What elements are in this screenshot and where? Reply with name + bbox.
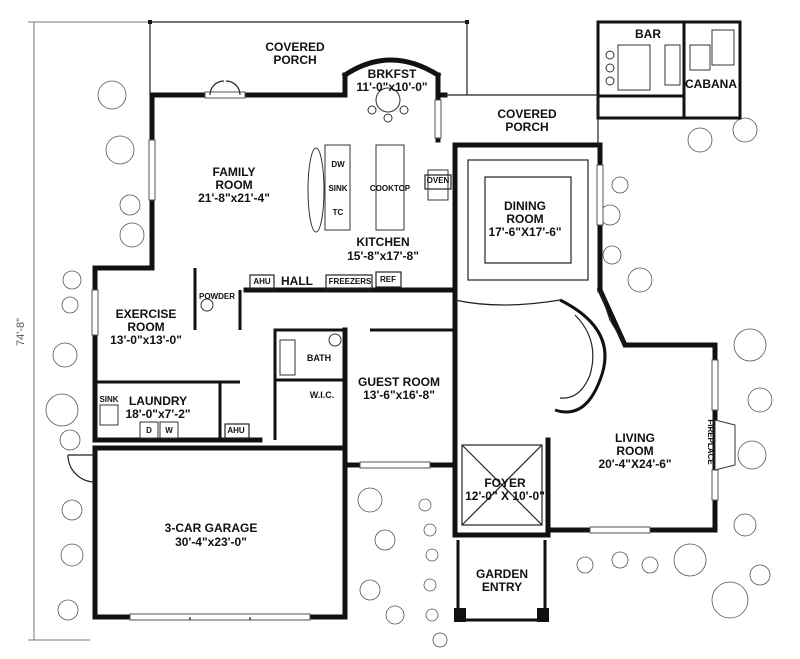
living-room-label-2: ROOM	[616, 444, 653, 458]
exercise-room-size: 13'-0"x13'-0"	[110, 333, 182, 347]
hall-label: HALL	[281, 274, 313, 288]
breakfast-label: BRKFST	[368, 67, 417, 81]
trash-compactor-label: TC	[333, 208, 344, 217]
dining-room-label-1: DINING	[504, 199, 546, 213]
refrigerator-label: REF	[380, 275, 396, 284]
garden-entry-label-1: GARDEN	[476, 567, 528, 581]
family-room-label-1: FAMILY	[213, 165, 256, 179]
guest-room-label: GUEST ROOM	[358, 375, 440, 389]
garden-entry-label-2: ENTRY	[482, 580, 522, 594]
breakfast-size: 11'-0"x10'-0"	[356, 80, 427, 94]
kitchen-island	[307, 144, 449, 233]
laundry-label: LAUNDRY	[129, 394, 187, 408]
ahu-bottom-label: AHU	[227, 426, 245, 435]
overall-dimension: 74'-8"	[15, 21, 150, 641]
powder-label: POWDER	[199, 292, 235, 301]
laundry-sink-label: SINK	[99, 395, 118, 404]
covered-porch-right-label-1: COVERED	[497, 107, 557, 121]
label-boxes	[224, 174, 452, 439]
oven-label: OVEN	[427, 176, 450, 185]
dining-room-size: 17'-6"X17'-6"	[488, 225, 561, 239]
kitchen-label: KITCHEN	[356, 235, 409, 249]
sink-label: SINK	[328, 184, 347, 193]
laundry-fixtures	[99, 404, 179, 439]
foyer-ceiling-detail	[461, 444, 543, 526]
family-room-size: 21'-8"x21'-4"	[198, 191, 270, 205]
foyer-size: 12'-0" X 10'-0"	[465, 489, 545, 503]
fireplace-box	[714, 419, 736, 471]
living-room-size: 20'-4"X24'-6"	[598, 457, 671, 471]
garage-size: 30'-4"x23'-0"	[175, 535, 247, 549]
labels: COVERED PORCH BRKFST 11'-0"x10'-0" COVER…	[99, 27, 737, 594]
fireplace-label: FIREPLACE	[706, 419, 715, 465]
exercise-room-label-2: ROOM	[127, 320, 164, 334]
laundry-size: 18'-0"x7'-2"	[125, 407, 190, 421]
walk-in-closet-label: W.I.C.	[310, 390, 335, 400]
breakfast-table	[367, 87, 409, 123]
cabana-label: CABANA	[685, 77, 737, 91]
bath-label: BATH	[307, 353, 331, 363]
bar-label: BAR	[635, 27, 661, 41]
dining-ceiling-detail	[467, 159, 589, 281]
bar-furniture	[605, 29, 735, 91]
ahu-top-label: AHU	[253, 277, 271, 286]
dryer-label: D	[146, 426, 152, 435]
foyer-label: FOYER	[484, 476, 526, 490]
freezers-label: FREEZERS	[329, 277, 372, 286]
covered-porch-right-label-2: PORCH	[505, 120, 548, 134]
kitchen-size: 15'-8"x17'-8"	[347, 249, 419, 263]
cooktop-label: COOKTOP	[370, 184, 411, 193]
bath-fixtures	[200, 298, 342, 376]
openings	[67, 80, 719, 621]
exercise-room-label-1: EXERCISE	[116, 307, 177, 321]
dining-room-label-2: ROOM	[506, 212, 543, 226]
covered-porch-top-label-1: COVERED	[265, 40, 325, 54]
washer-label: W	[165, 426, 173, 435]
living-room-label-1: LIVING	[615, 431, 655, 445]
garage-label: 3-CAR GARAGE	[165, 521, 258, 535]
guest-room-size: 13'-6"x16'-8"	[363, 388, 435, 402]
covered-porch-top-label-2: PORCH	[273, 53, 316, 67]
landscaping	[45, 80, 773, 648]
family-room-label-2: ROOM	[215, 178, 252, 192]
spiral-staircase	[554, 298, 607, 414]
dishwasher-label: DW	[331, 160, 345, 169]
overall-dimension-label: 74'-8"	[15, 318, 27, 346]
